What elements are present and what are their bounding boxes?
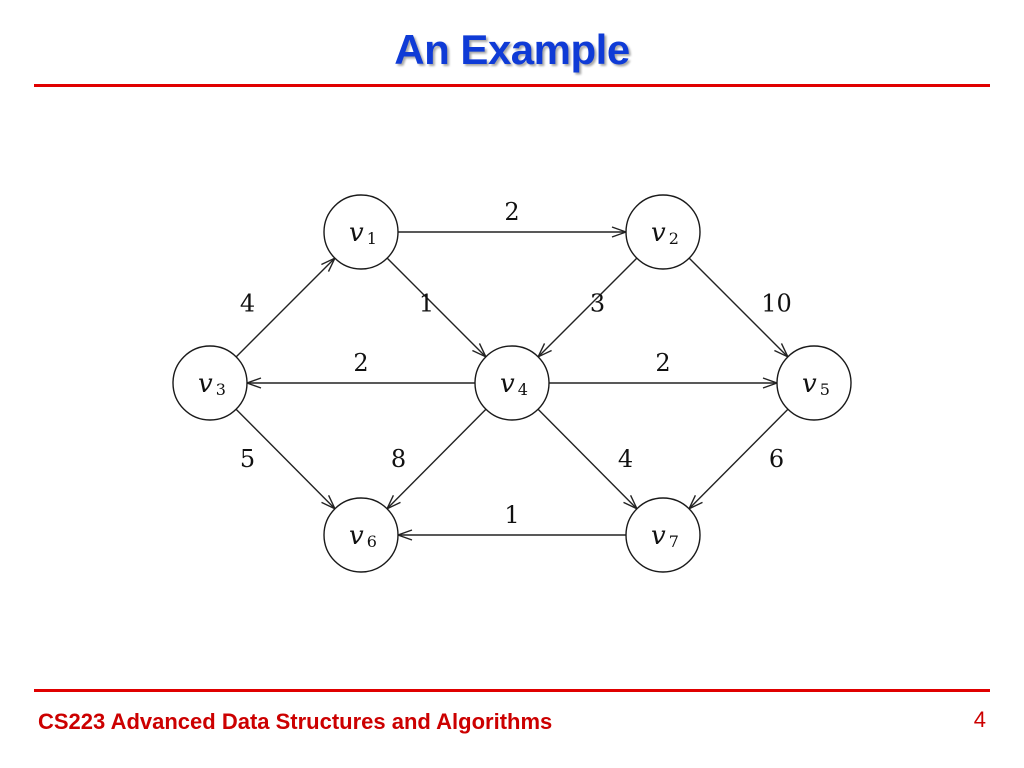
- node-circle: [172, 345, 248, 421]
- edges-layer: 2 4 1 3 10 2 2 5 8 4 6 1: [235, 198, 792, 535]
- edge-v3-v6: 5: [235, 408, 335, 509]
- node-circle: [323, 194, 399, 270]
- edge-arrow: [386, 257, 486, 357]
- footer-divider: [34, 689, 990, 692]
- edge-arrow: [538, 257, 638, 357]
- edge-weight-label: 2: [655, 349, 670, 377]
- edge-v4-v6: 8: [387, 408, 487, 509]
- node-letter: v: [802, 369, 817, 399]
- node-letter: v: [349, 521, 364, 551]
- edge-v7-v6: 1: [398, 501, 626, 535]
- edge-weight-label: 1: [419, 290, 434, 318]
- edge-v1-v2: 2: [398, 198, 626, 232]
- edge-v4-v3: 2: [247, 349, 475, 383]
- edge-arrow: [235, 408, 335, 509]
- edge-weight-label: 4: [240, 290, 255, 318]
- node-subscript: 3: [216, 380, 226, 399]
- edge-v2-v5: 10: [688, 257, 792, 357]
- page-number: 4: [973, 707, 986, 732]
- footer-course-title: CS223 Advanced Data Structures and Algor…: [38, 709, 553, 734]
- edge-weight-label: 1: [504, 501, 519, 529]
- node-letter: v: [198, 369, 213, 399]
- node-circle: [474, 345, 550, 421]
- edge-arrow: [689, 408, 789, 509]
- node-letter: v: [349, 218, 364, 248]
- node-subscript: 1: [367, 229, 377, 248]
- edge-v4-v7: 4: [537, 408, 637, 509]
- edge-arrow: [537, 408, 637, 509]
- node-subscript: 6: [367, 532, 377, 551]
- node-circle: [625, 194, 701, 270]
- edge-weight-label: 2: [353, 349, 368, 377]
- node-letter: v: [651, 218, 666, 248]
- edge-weight-label: 8: [391, 445, 406, 473]
- edge-v5-v7: 6: [689, 408, 789, 509]
- edge-weight-label: 10: [761, 290, 792, 318]
- node-subscript: 5: [820, 380, 830, 399]
- title-divider: [34, 84, 990, 87]
- edge-weight-label: 3: [590, 290, 605, 318]
- node-circle: [323, 497, 399, 573]
- edge-v1-v4: 1: [386, 257, 486, 357]
- edge-arrow: [387, 408, 487, 509]
- node-circle: [776, 345, 852, 421]
- edge-weight-label: 2: [504, 198, 519, 226]
- node-subscript: 2: [669, 229, 679, 248]
- edge-arrow: [235, 258, 335, 358]
- edge-weight-label: 5: [240, 445, 255, 473]
- edge-v3-v1: 4: [235, 258, 335, 358]
- edge-v4-v5: 2: [549, 349, 777, 383]
- node-subscript: 4: [518, 380, 528, 399]
- edge-arrow: [688, 257, 788, 357]
- node-letter: v: [651, 521, 666, 551]
- slide-title: An Example: [394, 26, 630, 73]
- node-circle: [625, 497, 701, 573]
- edge-v2-v4: 3: [538, 257, 638, 357]
- node-subscript: 7: [669, 532, 679, 551]
- node-letter: v: [500, 369, 515, 399]
- edge-weight-label: 4: [618, 445, 633, 473]
- edge-weight-label: 6: [769, 445, 784, 473]
